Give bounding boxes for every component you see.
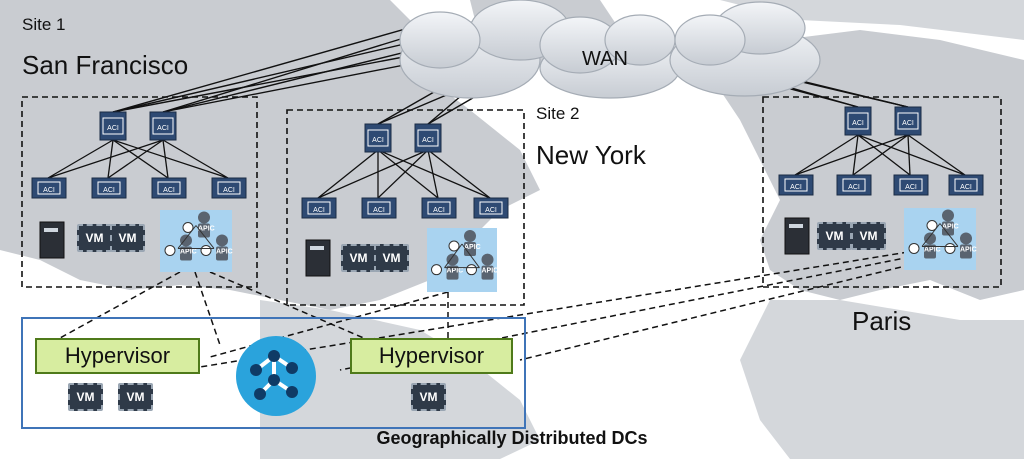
apic-cluster-panel: APIC APIC APIC [160, 210, 233, 272]
aci-leaf-switch-icon: ACI [421, 197, 457, 219]
controller-label: APIC [447, 268, 464, 275]
switch-label: ACI [852, 120, 864, 127]
vm-icon: VM [374, 244, 409, 272]
aci-spine-switch-icon: ACI [414, 123, 442, 153]
apic-controller-icon: APIC [431, 253, 464, 280]
vm-icon: VM [68, 383, 103, 411]
server-icon [39, 221, 65, 259]
vm-icon: VM [411, 383, 446, 411]
switch-label: ACI [43, 187, 55, 194]
hypervisor-left: Hypervisor [35, 338, 200, 374]
switch-label: ACI [373, 207, 385, 214]
apic-cluster-panel: APIC APIC APIC [427, 228, 498, 292]
apic-controller-icon: APIC [448, 230, 481, 256]
aci-leaf-switch-icon: ACI [361, 197, 397, 219]
switch-label: ACI [313, 207, 325, 214]
aci-spine-switch-icon: ACI [894, 106, 922, 136]
site2-boundary [286, 109, 525, 306]
landmass-africa [740, 300, 1024, 459]
switch-label: ACI [163, 187, 175, 194]
switch-label: ACI [433, 207, 445, 214]
aci-spine-switch-icon: ACI [149, 111, 177, 141]
aci-leaf-switch-icon: ACI [948, 174, 984, 196]
switch-label: ACI [790, 184, 802, 191]
switch-label: ACI [223, 187, 235, 194]
landmass-central-america [260, 300, 540, 459]
site1-city: San Francisco [22, 50, 189, 80]
aci-leaf-switch-icon: ACI [778, 174, 814, 196]
site2-label: Site 2 [536, 104, 580, 123]
vm-icon: VM [110, 224, 145, 252]
controller-label: APIC [960, 246, 977, 253]
server-icon [784, 217, 810, 255]
cloud-icon [669, 1, 821, 97]
vm-icon: VM [118, 383, 153, 411]
apic-controller-icon: APIC [182, 211, 215, 238]
aci-leaf-switch-icon: ACI [31, 177, 67, 199]
controller-label: APIC [482, 268, 499, 275]
aci-leaf-switch-icon: ACI [893, 174, 929, 196]
vm-icon: VM [851, 222, 886, 250]
aci-leaf-switch-icon: ACI [836, 174, 872, 196]
apic-cluster-panel: APIC APIC APIC [904, 208, 977, 270]
controller-label: APIC [942, 224, 959, 231]
switch-label: ACI [422, 137, 434, 144]
aci-spine-switch-icon: ACI [99, 111, 127, 141]
aci-spine-switch-icon: ACI [844, 106, 872, 136]
switch-label: ACI [372, 137, 384, 144]
site1-boundary [21, 96, 258, 288]
paris-city: Paris [852, 306, 912, 336]
switch-label: ACI [902, 120, 914, 127]
controller-label: APIC [198, 226, 215, 233]
switch-label: ACI [485, 207, 497, 214]
vm-icon: VM [817, 222, 852, 250]
wan-label: WAN [582, 48, 628, 70]
switch-label: ACI [848, 184, 860, 191]
cloud-icon [539, 14, 681, 99]
aci-leaf-switch-icon: ACI [473, 197, 509, 219]
switch-label: ACI [103, 187, 115, 194]
switch-label: ACI [157, 125, 169, 132]
distributed-dc-boundary [21, 317, 526, 429]
aci-leaf-switch-icon: ACI [91, 177, 127, 199]
controller-label: APIC [464, 244, 481, 251]
landmass-arctic [720, 0, 1024, 40]
controller-label: APIC [180, 248, 197, 255]
aci-leaf-switch-icon: ACI [301, 197, 337, 219]
vm-icon: VM [341, 244, 376, 272]
paris-boundary [762, 96, 1002, 288]
site2-city: New York [536, 140, 646, 170]
vm-icon: VM [77, 224, 112, 252]
hypervisor-right: Hypervisor [350, 338, 513, 374]
diagram-caption: Geographically Distributed DCs [376, 428, 648, 448]
switch-label: ACI [107, 125, 119, 132]
apic-controller-icon: APIC [926, 209, 959, 236]
site1-label: Site 1 [22, 15, 66, 34]
switch-label: ACI [960, 184, 972, 191]
apic-controller-icon: APIC [908, 232, 941, 259]
aci-leaf-switch-icon: ACI [151, 177, 187, 199]
server-icon [305, 239, 331, 277]
apic-controller-icon: APIC [164, 234, 197, 261]
orchestrator-app-icon [236, 336, 316, 416]
switch-label: ACI [905, 184, 917, 191]
controller-label: APIC [216, 248, 233, 255]
aci-leaf-switch-icon: ACI [211, 177, 247, 199]
controller-label: APIC [924, 246, 941, 253]
aci-spine-switch-icon: ACI [364, 123, 392, 153]
